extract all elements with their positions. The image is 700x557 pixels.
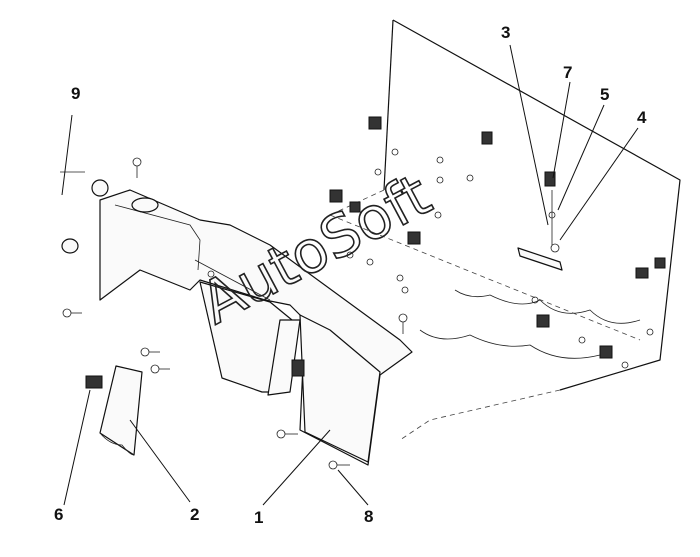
- screws: [62, 157, 408, 470]
- callout-3: 3: [501, 23, 510, 42]
- linkage-assembly: [517, 190, 563, 271]
- leader-lines: [61, 44, 639, 506]
- callout-2: 2: [190, 505, 199, 524]
- front-panel-part: [60, 171, 413, 466]
- callout-1: 1: [254, 508, 263, 527]
- callout-4: 4: [637, 108, 647, 127]
- callout-9: 9: [71, 84, 80, 103]
- callout-6: 6: [54, 505, 63, 524]
- callout-labels: 9 3 7 5 4 6 2 1 8: [54, 23, 647, 527]
- callout-5: 5: [600, 85, 609, 104]
- callout-8: 8: [364, 507, 373, 526]
- clip-part: [85, 375, 103, 389]
- rear-panel: [329, 19, 681, 441]
- cover-plate-part: [99, 365, 143, 456]
- inner-bracket: [199, 281, 305, 396]
- callout-7: 7: [563, 63, 572, 82]
